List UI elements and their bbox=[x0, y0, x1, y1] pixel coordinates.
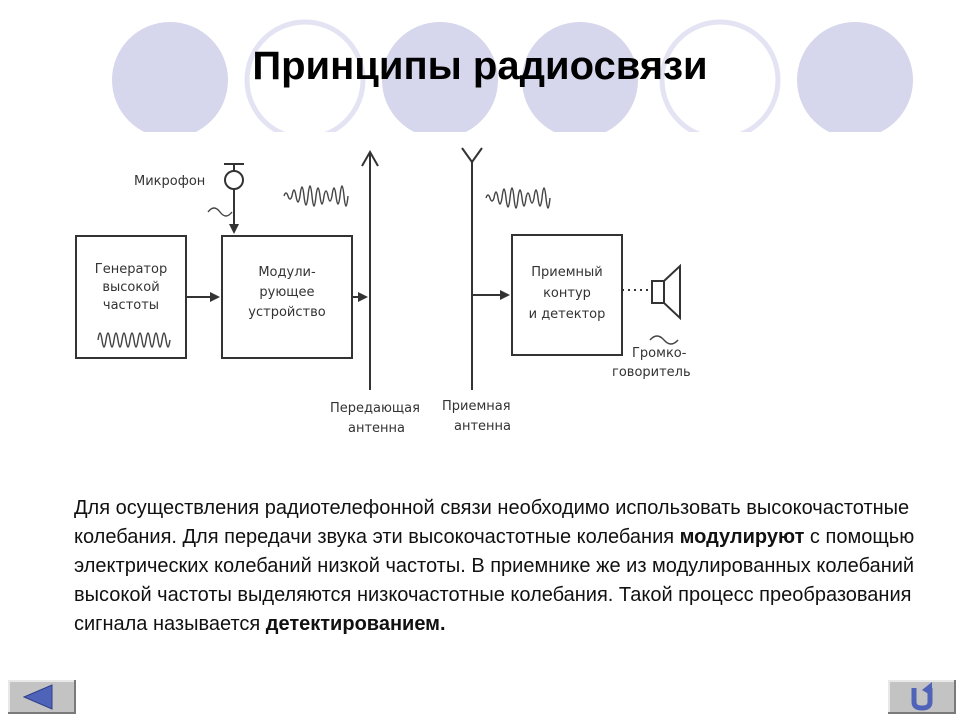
paragraph-part-2: с помощью электрических колебаний низкой… bbox=[74, 526, 915, 635]
generator-wave bbox=[97, 332, 171, 348]
generator-box bbox=[75, 235, 187, 359]
radio-communication-diagram: Микрофон Генератор высокой частоты Модул… bbox=[75, 147, 691, 436]
back-button[interactable] bbox=[6, 678, 78, 716]
rx-antenna-label-1: Приемная bbox=[442, 399, 511, 414]
tx-antenna-label-1: Передающая bbox=[330, 401, 420, 416]
return-arrow-icon bbox=[911, 682, 933, 711]
speaker-label-1: Громко- bbox=[632, 346, 687, 361]
modulator-label-1: Модули- bbox=[258, 265, 316, 280]
page-title: Принципы радиосвязи bbox=[252, 44, 708, 88]
receiver-box bbox=[511, 234, 623, 356]
modulator-label-3: устройство bbox=[248, 305, 325, 320]
microphone-label: Микрофон bbox=[134, 174, 205, 189]
speaker-label-2: говоритель bbox=[612, 365, 691, 380]
modulator-label-2: рующее bbox=[259, 285, 314, 300]
modulated-wave-rx bbox=[485, 187, 551, 209]
paragraph-part-1: Для осуществления радиотелефонной связи … bbox=[74, 497, 910, 548]
description-paragraph: Для осуществления радиотелефонной связи … bbox=[74, 494, 924, 639]
generator-label-2: высокой bbox=[102, 280, 159, 295]
speaker-icon bbox=[651, 280, 665, 304]
tx-antenna-label-2: антенна bbox=[348, 421, 405, 436]
return-button[interactable] bbox=[886, 678, 958, 716]
modulated-wave-tx bbox=[283, 185, 349, 207]
bold-term-detection: детектированием. bbox=[265, 613, 446, 635]
receiver-label-2: контур bbox=[543, 286, 591, 301]
back-arrow-icon bbox=[22, 684, 53, 710]
rx-antenna-label-2: антенна bbox=[454, 419, 511, 434]
generator-label-3: частоты bbox=[103, 298, 159, 313]
microphone-icon bbox=[224, 170, 244, 190]
low-frequency-wave bbox=[207, 207, 233, 217]
generator-label-1: Генератор bbox=[95, 262, 167, 277]
decorative-circles bbox=[112, 19, 913, 132]
receiver-label-1: Приемный bbox=[531, 265, 603, 280]
receiver-label-3: и детектор bbox=[529, 307, 606, 322]
speaker-wave bbox=[649, 335, 679, 345]
bold-term-modulate: модулируют bbox=[679, 526, 805, 548]
